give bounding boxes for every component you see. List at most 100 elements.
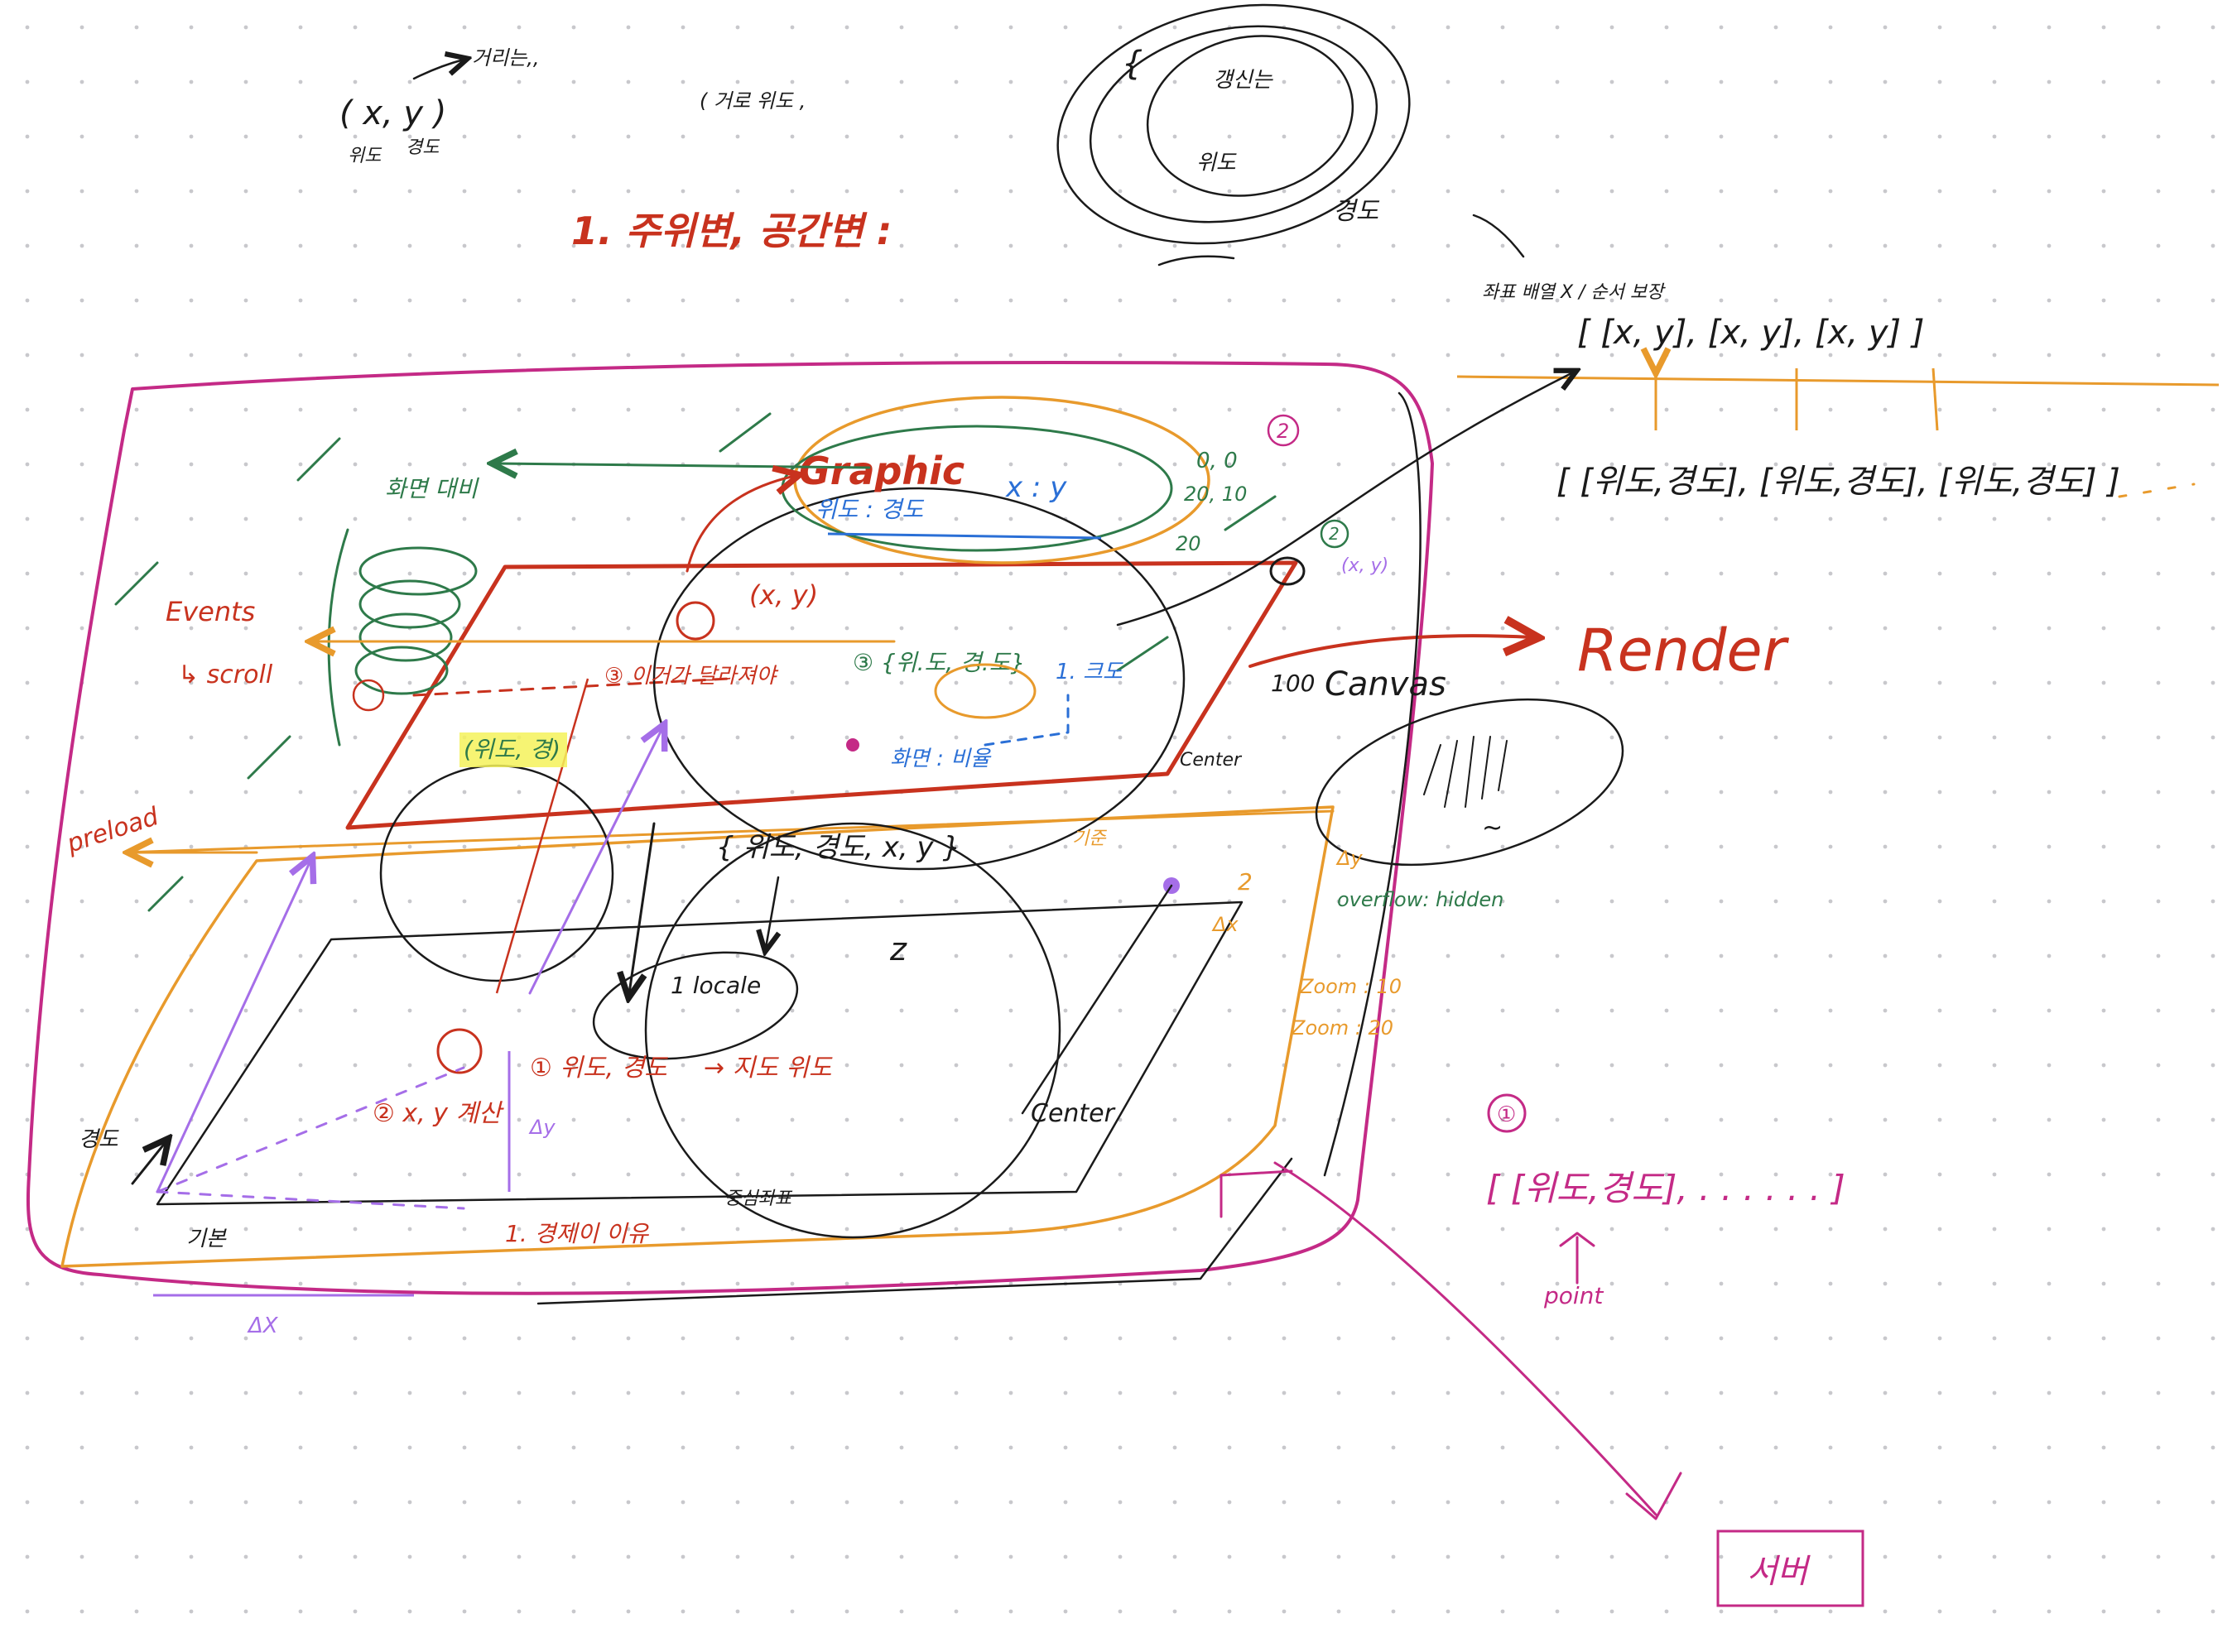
z-label: z [889, 931, 907, 968]
red-coord-arrow [686, 476, 795, 573]
server-box-outline [1716, 1530, 1864, 1607]
black-map-plane [156, 900, 1244, 1206]
coord-arrow-note: 거리는,, [472, 46, 540, 70]
green-diag-1 [296, 437, 341, 482]
orange-two: 2 [1238, 868, 1253, 896]
side-coord-label: (x, y) [1341, 555, 1388, 576]
bottom-array-text: [ [위도,경도], [위도,경도], [위도,경도] ] [1556, 463, 2120, 501]
venn-middle-ellipse [1089, 25, 1378, 223]
venn-left-brace: { [1122, 45, 1143, 83]
graphic-blue-underline [827, 532, 1102, 540]
venn-outer-ellipse [1056, 3, 1411, 245]
orange-small-loop [934, 663, 1037, 719]
graphic-number-circle [1267, 414, 1300, 447]
tilde-mark: ~ [1482, 814, 1503, 843]
delta-y-label: Δy [528, 1116, 556, 1139]
headline-text: 1. 주위변, 공간변 : [571, 209, 892, 253]
point-note-3: ③ 이거가 달라져야 [604, 664, 779, 689]
green-layer-ellipse-3 [358, 612, 453, 662]
venn-inner-ellipse [1146, 35, 1354, 197]
venn-diagram: 갱신는 위도 { 경도 [1056, 3, 1525, 267]
overflow-ellipse [1315, 698, 1624, 867]
red-coord-label: (x, y) [749, 579, 818, 611]
step-dashed-purple-2 [156, 1190, 465, 1210]
point-note-arrow [495, 678, 589, 994]
blue-dash [984, 694, 1070, 747]
green-diag-5 [719, 412, 772, 453]
graphic-origin-text: 0, 0 [1196, 449, 1238, 473]
mag-array: [ [위도,경도], . . . . . . ] [1486, 1168, 1845, 1208]
black-arrow-down [766, 876, 778, 948]
coord-arrow [412, 60, 464, 80]
canvas-number: 100 [1271, 670, 1315, 697]
bottom-left-label: 기본 [186, 1227, 227, 1251]
graphic-size-text: 20, 10 [1184, 483, 1247, 506]
graphic-number-text: 2 [1277, 420, 1289, 443]
paren-note: ( 거로 위도 , [700, 89, 806, 113]
step-1: ① 위도, 경도 [530, 1054, 668, 1083]
delta-y-orange: Δy [1335, 847, 1363, 870]
mag-note-1: ① [1497, 1102, 1516, 1127]
canvas-black-arrow [1116, 372, 1573, 627]
array-heading: 좌표 배열 X / 순서 보장 [1482, 282, 1666, 303]
graphic-xy-text: x : y [1005, 471, 1067, 504]
black-map-plane-shadow [536, 1157, 1293, 1305]
step-1-arrow: → 지도 위도 [704, 1054, 833, 1083]
yellow-highlight-label: (위도, 경) [464, 736, 560, 763]
blue-label-1: 1. 크도 [1056, 660, 1123, 684]
orange-world-plane [60, 805, 1335, 1268]
mag-note-circle [1487, 1093, 1527, 1133]
step-2: ② x, y 계산 [373, 1099, 504, 1128]
server-box: 서버 [1716, 1530, 1864, 1607]
purple-side-arrow [156, 861, 310, 1193]
coord-under-left: 위도 [348, 146, 382, 166]
center-black-line [1021, 884, 1173, 1115]
corner-scribble [1269, 556, 1306, 586]
green-diag-4 [247, 735, 291, 780]
magenta-dot [846, 738, 859, 752]
overflow-label: overflow: hidden [1337, 888, 1503, 911]
mag-point-label: point [1543, 1282, 1604, 1309]
upper-world-circle [652, 487, 1186, 871]
venn-side-mark: 경도 [1333, 197, 1380, 226]
render-label: Render [1577, 617, 1790, 684]
venn-tail-stroke [1472, 214, 1525, 258]
orange-inner-band [123, 809, 1335, 854]
left-corner-arrow [131, 1142, 166, 1185]
scroll-label: ↳ scroll [178, 660, 273, 689]
green-diag-3 [147, 876, 184, 912]
yellow-highlight [459, 732, 567, 767]
red-viewport-dashed [412, 677, 730, 697]
graphic-section: Graphic 위도 : 경도 x : y 0, 0 20, 10 20 2 [781, 396, 1300, 564]
canvas-label: Canvas [1325, 665, 1446, 704]
red-coord-circle [676, 601, 715, 641]
top-left-coordinate-note: ( x, y ) 거리는,, 위도 경도 ( 거로 위도 , [339, 46, 806, 166]
delta-x-label: ΔX [247, 1313, 279, 1338]
render-arrow [1248, 636, 1532, 668]
top-array-text: [ [x, y], [x, y], [x, y] ] [1577, 314, 1924, 352]
mag-long-arrow [1273, 1161, 1682, 1520]
events-label: Events [166, 596, 255, 627]
mag-corner-bracket [1220, 1169, 1293, 1218]
graphic-label: Graphic [799, 449, 965, 493]
green-layer-ellipse-1 [358, 546, 478, 596]
center-label-2: Center [1031, 1099, 1116, 1128]
green-layer-ellipse-2 [358, 579, 461, 629]
world-center-label: 중심좌표 [724, 1189, 793, 1209]
graphic-scale-text: 20 [1176, 532, 1201, 555]
graphic-latlon-text: 위도 : 경도 [815, 496, 925, 523]
outer-boundary-outline [26, 360, 1434, 1295]
coord-under-right: 경도 [406, 137, 440, 158]
zoom-label-2: Zoom : 20 [1291, 1016, 1393, 1040]
wiki-label-b: { 위도, 경도, x, y } [716, 831, 960, 864]
green-layer-ellipse-4 [354, 646, 449, 695]
side-number-circle [1320, 519, 1349, 549]
green-diag-6 [1116, 636, 1169, 672]
venn-bottom-stroke [1157, 255, 1235, 267]
green-coord-label: ③ {위.도, 경.도} [853, 649, 1025, 676]
venn-outer-label: 갱신는 [1213, 68, 1273, 93]
green-diag-7 [1224, 495, 1277, 531]
array-notes: 좌표 배열 X / 순서 보장 [ [x, y], [x, y], [x, y]… [1456, 282, 2220, 501]
